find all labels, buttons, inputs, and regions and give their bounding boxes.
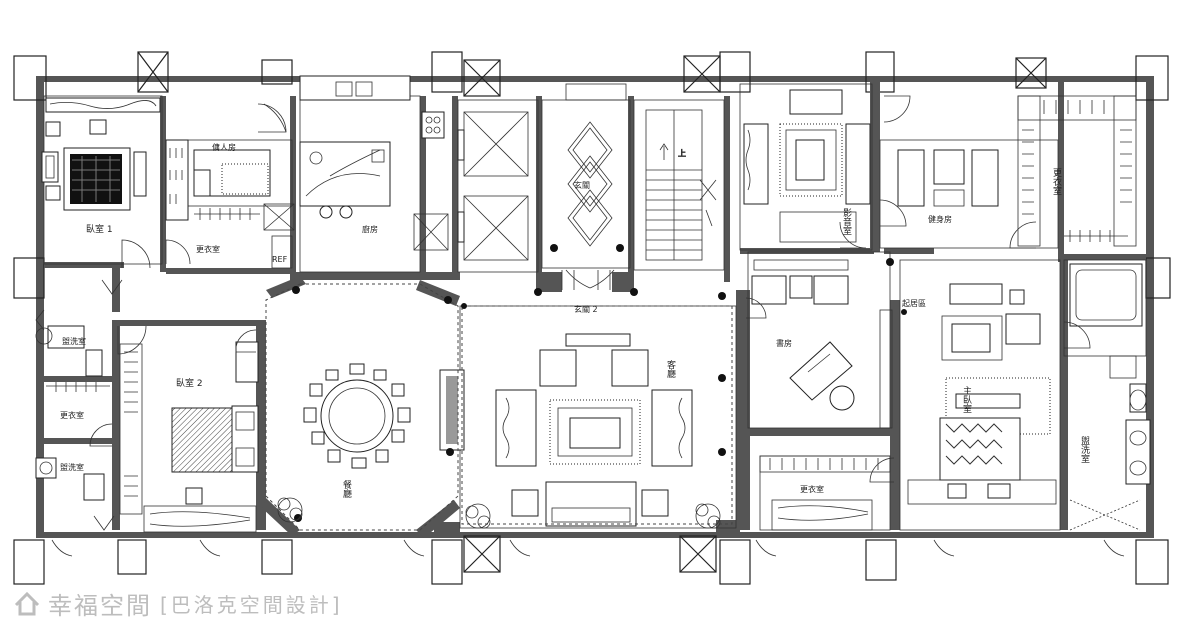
doors <box>35 95 1091 531</box>
bedroom-2: 臥室 2 盥洗室 更衣室 盥洗室 <box>35 325 259 533</box>
maid-room: 傭人房 更衣室 REF <box>165 103 295 269</box>
room-label-kitchen: 廚房 <box>362 224 378 234</box>
entrance-center-label: 玄關 <box>574 180 590 190</box>
stair-up-label: 上 <box>678 149 686 158</box>
room-label-entrance2: 玄關 2 <box>574 304 598 314</box>
entrance-2: 玄關 玄關 2 <box>561 83 627 314</box>
room-label-closet-a: 更衣室 <box>196 244 220 254</box>
room-label-dining: 餐廳 <box>341 479 352 499</box>
ref-label: REF <box>272 255 288 264</box>
room-label-living: 客廳 <box>665 359 676 379</box>
room-label-study: 書房 <box>776 338 792 348</box>
bedroom-1: 臥室 1 <box>41 97 161 235</box>
room-label-maid: 傭人房 <box>212 142 236 152</box>
room-label-closet-d: 更衣室 <box>800 484 824 494</box>
designer-credit: [巴洛克空間設計] <box>160 593 343 617</box>
master-bath: 盥洗室 <box>1069 263 1151 531</box>
exterior-walls <box>36 76 1154 538</box>
room-label-bedroom2: 臥室 2 <box>176 377 203 389</box>
plants <box>277 497 721 529</box>
windows <box>51 539 1125 557</box>
room-label-bedroom1: 臥室 1 <box>86 223 113 235</box>
pillars <box>13 51 1171 585</box>
room-label-master: 主臥室 <box>961 385 972 413</box>
kitchen: 廚房 <box>299 75 449 251</box>
av-room: 影音室 <box>743 89 871 243</box>
room-label-bath-c: 盥洗室 <box>1079 435 1090 463</box>
master-closet: 更衣室 <box>1017 95 1137 247</box>
room-label-av: 影音室 <box>841 208 852 235</box>
living-room: 客廳 <box>439 305 733 527</box>
room-label-gym: 健身房 <box>928 214 952 224</box>
room-label-closet-b: 更衣室 <box>1051 168 1062 195</box>
dining-room: 餐廳 <box>265 283 459 531</box>
house-logo-icon <box>14 591 40 615</box>
study: 書房 <box>751 259 893 429</box>
closet-lower: 更衣室 <box>759 455 891 531</box>
room-label-closet-c: 更衣室 <box>60 410 84 420</box>
room-label-leisure: 起居區 <box>902 299 926 308</box>
watermark-footer: 幸福空間 [巴洛克空間設計] <box>14 586 343 621</box>
brand-name: 幸福空間 <box>48 592 152 620</box>
room-label-bath-b: 盥洗室 <box>60 462 84 472</box>
room-label-bath-a: 盥洗室 <box>62 336 86 346</box>
master-bedroom: 起居區 主臥室 <box>902 283 1057 505</box>
gym: 健身房 <box>897 149 999 224</box>
columns <box>292 244 907 522</box>
elevators <box>457 111 529 261</box>
interior-walls <box>44 82 1146 538</box>
stairs: 上 <box>645 109 717 261</box>
